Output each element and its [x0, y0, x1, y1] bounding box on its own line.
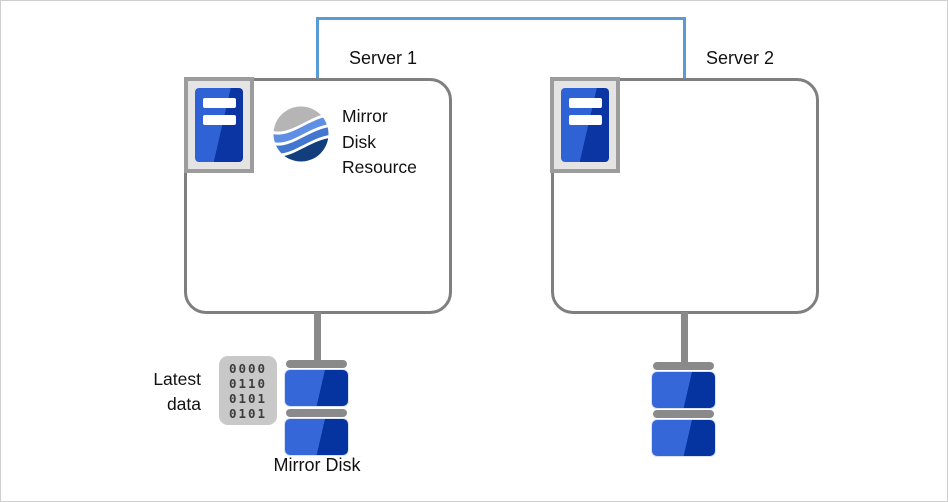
disk-cap: [653, 362, 714, 370]
server-interconnect-line: [316, 17, 686, 79]
binary-row: 0101: [228, 391, 268, 406]
drive-slot-icon: [569, 98, 602, 108]
disk-cap: [653, 410, 714, 418]
server1-computer-icon: [184, 77, 254, 173]
mirror-disk-platter: [284, 418, 349, 456]
mirror-disk-resource-label: Mirror Disk Resource: [342, 104, 462, 181]
resource-label-line: Mirror: [342, 106, 388, 126]
server2-disk-connector-line: [681, 312, 688, 364]
latest-data-label: Latest data: [119, 367, 201, 417]
drive-slot-icon: [569, 115, 602, 125]
latest-data-line: Latest: [153, 369, 201, 389]
binary-row: 0101: [228, 406, 268, 421]
binary-row: 0110: [228, 376, 268, 391]
server-tower-shape: [195, 88, 243, 162]
server-tower-shape: [561, 88, 609, 162]
server2-label: Server 2: [706, 48, 775, 68]
latest-data-line: data: [166, 394, 201, 414]
mirror-disk-platter: [651, 419, 716, 457]
mirror-disk-platter: [284, 369, 349, 407]
binary-row: 0000: [228, 361, 268, 376]
resource-label-line: Resource: [342, 157, 417, 177]
mirror-disk-label: Mirror Disk: [273, 455, 361, 475]
binary-data-icon: 0000 0110 0101 0101: [219, 356, 277, 425]
server2-computer-icon: [550, 77, 620, 173]
server1-label: Server 1: [349, 48, 418, 68]
disk-cap: [286, 409, 347, 417]
server1-disk-connector-line: [314, 312, 321, 362]
drive-slot-icon: [203, 115, 236, 125]
mirror-disk-platter: [651, 371, 716, 409]
drive-slot-icon: [203, 98, 236, 108]
mirror-disk-resource-icon: [273, 106, 329, 162]
disk-cap: [286, 360, 347, 368]
resource-label-line: Disk: [342, 131, 377, 152]
